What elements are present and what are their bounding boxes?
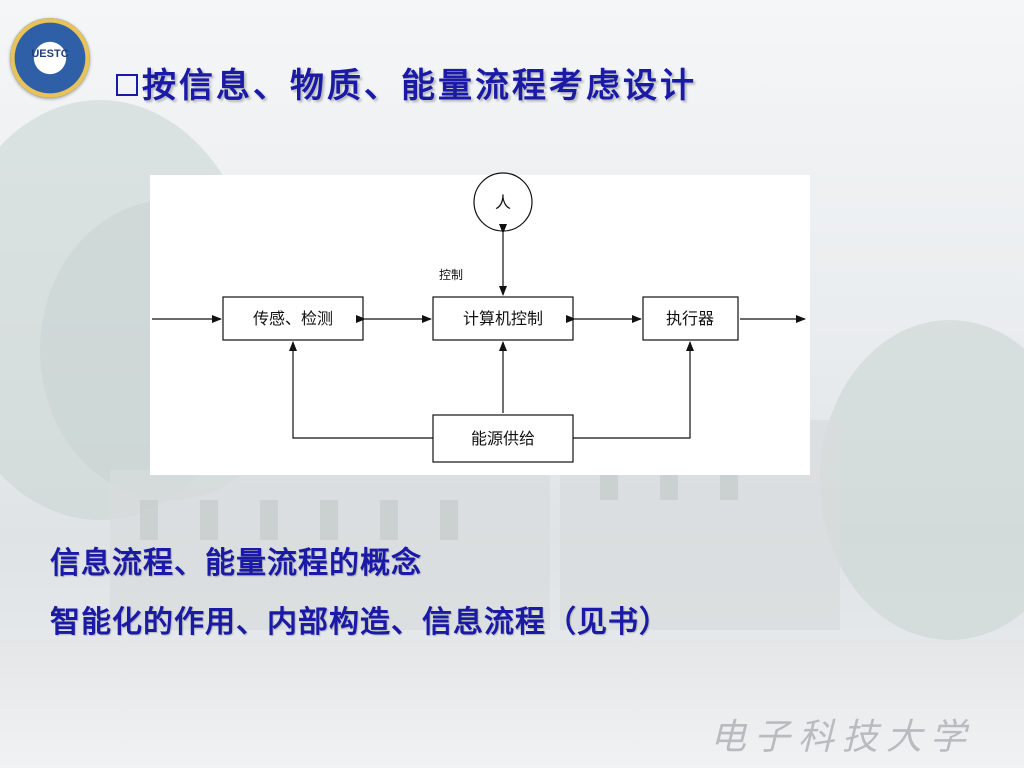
- actuator-box: [642, 296, 739, 341]
- power-supply-box: [432, 414, 574, 463]
- control-label: 控制: [439, 268, 463, 282]
- slide-title: 按信息、物质、能量流程考虑设计: [116, 62, 697, 110]
- text-line-2: 智能化的作用、内部构造、信息流程（见书）: [50, 605, 670, 640]
- power-supply-label: 能源供给: [471, 429, 535, 448]
- power-sensor-arrow: [289, 341, 433, 439]
- university-calligraphy: 电子科技大学: [709, 717, 974, 758]
- logo-text: UESTC: [31, 48, 69, 60]
- power-actuator-arrow: [573, 341, 694, 439]
- sensor-box: [222, 296, 364, 341]
- slide-title-text: 按信息、物质、能量流程考虑设计: [142, 66, 697, 106]
- sensor-label: 传感、检测: [253, 309, 333, 328]
- checkbox-bullet-icon: [116, 74, 138, 96]
- person-label: 人: [495, 193, 511, 212]
- computer-control-box: [432, 296, 574, 341]
- flow-diagram: 人 控制 传感、检测 计算机控制 执行器 能源供给: [152, 172, 806, 463]
- computer-control-label: 计算机控制: [463, 309, 543, 328]
- university-logo: UESTC: [10, 18, 90, 98]
- actuator-label: 执行器: [666, 309, 714, 328]
- text-line-1: 信息流程、能量流程的概念: [50, 546, 422, 581]
